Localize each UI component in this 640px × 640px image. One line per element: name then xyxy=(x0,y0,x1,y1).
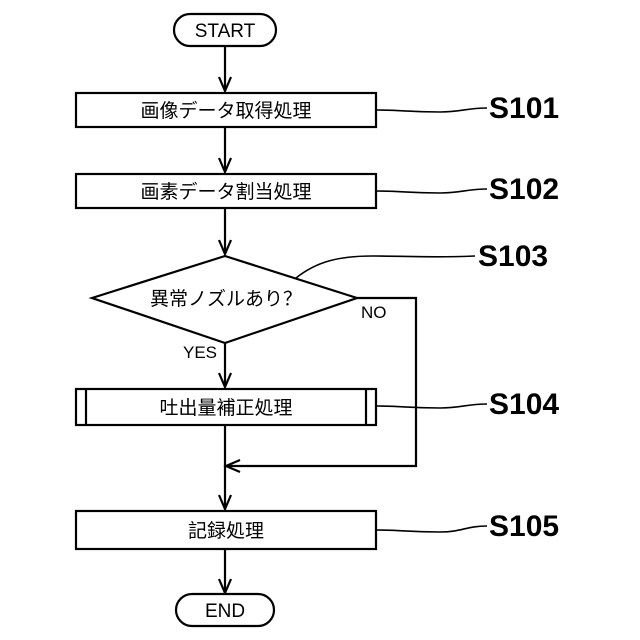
process-s102-label: 画素データ割当処理 xyxy=(140,181,311,203)
decision-s103-label: 異常ノズルあり？ xyxy=(150,288,302,310)
ref-s104: S104 xyxy=(376,388,559,421)
ref-s102-label: S102 xyxy=(489,173,559,206)
process-s104-label: 吐出量補正処理 xyxy=(159,397,292,419)
ref-s104-label: S104 xyxy=(489,388,559,421)
connector-s102-s103 xyxy=(219,208,231,254)
ref-s103-label: S103 xyxy=(478,240,548,273)
process-s101: 画像データ取得処理 xyxy=(76,93,376,127)
process-s104: 吐出量補正処理 xyxy=(76,389,376,425)
connector-s101-s102 xyxy=(219,127,231,172)
end-label: END xyxy=(205,601,245,622)
ref-s105-label: S105 xyxy=(489,510,559,543)
no-branch-label: NO xyxy=(361,303,387,322)
process-s105: 記録処理 xyxy=(76,511,376,549)
process-s102: 画素データ割当処理 xyxy=(76,174,376,208)
process-s105-label: 記録処理 xyxy=(188,520,264,542)
ref-s105: S105 xyxy=(376,510,559,543)
ref-s102: S102 xyxy=(376,173,559,206)
connector-yes-s104 xyxy=(219,343,231,387)
decision-s103: 異常ノズルあり？ xyxy=(92,256,357,343)
ref-s103: S103 xyxy=(296,240,548,278)
ref-s101-label: S101 xyxy=(489,92,559,125)
connector-start-s101 xyxy=(219,46,231,91)
yes-branch-label: YES xyxy=(183,343,217,362)
connector-s105-end xyxy=(219,549,231,593)
process-s101-label: 画像データ取得処理 xyxy=(140,100,311,122)
start-terminal: START xyxy=(174,14,276,46)
ref-s101: S101 xyxy=(376,92,559,125)
start-label: START xyxy=(195,21,256,42)
end-terminal: END xyxy=(176,594,274,626)
